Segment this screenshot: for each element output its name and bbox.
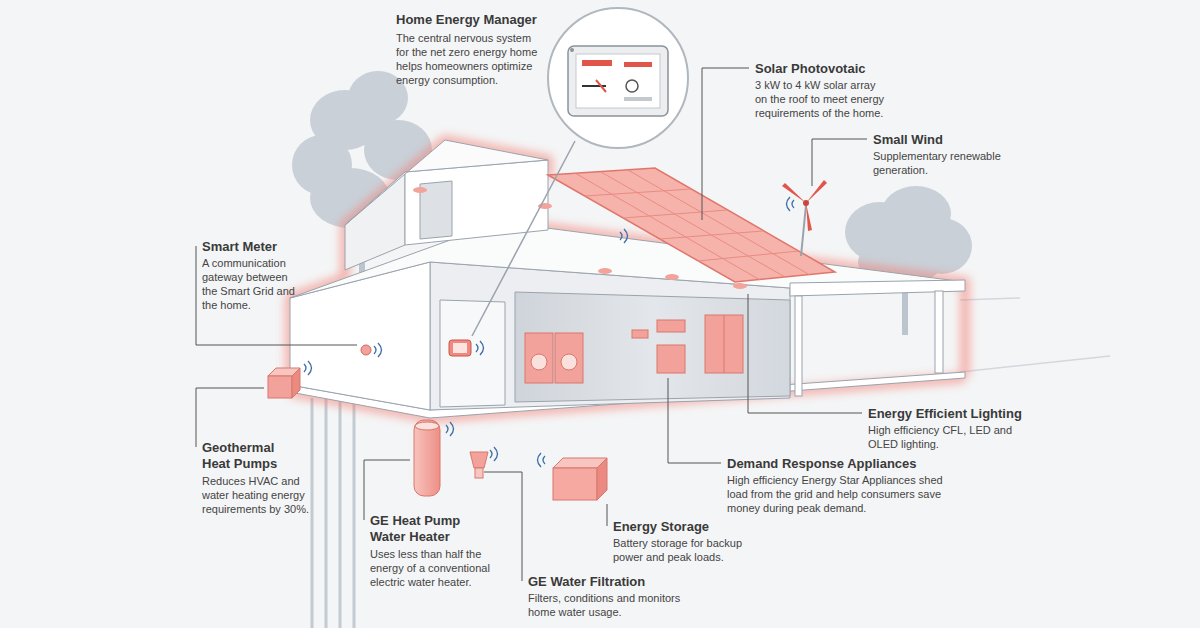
callout-description: A communication gateway between the Smar… [202, 256, 297, 312]
turbine-blade [806, 203, 812, 231]
screen-bar [624, 97, 652, 101]
leader-line [668, 378, 721, 463]
screen-bar [582, 60, 612, 66]
carport-post [935, 291, 943, 373]
home-energy-manager-device [449, 340, 471, 356]
callout-heading: Home Energy Manager [396, 12, 537, 28]
ground-pipe [339, 398, 342, 628]
front-face [430, 262, 790, 410]
leader-line [812, 139, 867, 186]
washer [525, 333, 553, 383]
callout-description: Reduces HVAC and water heating energy re… [202, 474, 317, 516]
screen-dial [626, 80, 638, 92]
leader-line [196, 246, 357, 345]
light [733, 283, 747, 289]
leader-line [748, 294, 862, 413]
magnifier-circle [548, 8, 688, 148]
leader-line [364, 460, 410, 520]
wireless-symbol [476, 341, 484, 355]
manager-screen [576, 54, 660, 108]
turbine-hub [803, 200, 809, 206]
callout-description: Battery storage for backup power and pea… [613, 536, 758, 564]
panel-grid [623, 210, 727, 218]
cabinet [632, 330, 648, 338]
wireless-symbol [490, 447, 498, 461]
ground-pipe [353, 398, 356, 628]
turbine-pole [801, 205, 806, 256]
carport-post [795, 296, 802, 396]
leader-line [702, 68, 749, 220]
callout-heading: Geothermal Heat Pumps [202, 440, 292, 472]
callout-description: Filters, conditions and monitors home wa… [528, 591, 693, 619]
wireless-symbol [538, 453, 546, 467]
wireless-symbol [446, 422, 454, 436]
ground-pipe [311, 398, 314, 628]
wireless-symbol [374, 343, 382, 357]
glow-outline [290, 140, 965, 418]
wireless-symbol [787, 197, 795, 211]
callout-description: Supplementary renewable generation. [873, 149, 1008, 177]
callout-heading: Energy Storage [613, 519, 709, 535]
doorway [440, 300, 505, 407]
leader-line [196, 388, 264, 447]
callout-heading: Smart Meter [202, 239, 277, 255]
callout-description: 3 kW to 4 kW solar array on the roof to … [755, 78, 888, 120]
upper-side-wall [345, 172, 405, 270]
panel-grid [698, 251, 799, 261]
turbine-blade [806, 180, 827, 203]
callout-description: The central nervous system for the net z… [396, 31, 542, 87]
device-screen [453, 343, 467, 353]
panel-grid [585, 189, 691, 196]
callout-heading: GE Heat Pump Water Heater [370, 513, 475, 545]
screen-bar [624, 62, 652, 67]
room-interior [515, 292, 790, 402]
callout-description: High efficiency Energy Star Appliances s… [727, 473, 962, 515]
washer-door [531, 354, 547, 370]
callout-heading: Solar Photovotaic [755, 61, 866, 77]
leader-line [607, 504, 608, 526]
light [598, 268, 612, 274]
dryer [555, 333, 583, 383]
solar-panel [548, 168, 835, 282]
filter-base [475, 468, 483, 478]
magnifier-leader [472, 141, 575, 336]
panel-grid [660, 231, 763, 239]
callout-heading: Energy Efficient Lighting [868, 406, 1022, 422]
callout-description: Uses less than half the energy of a conv… [370, 547, 502, 589]
panel-grid [575, 173, 760, 280]
light [665, 274, 679, 280]
callout-heading: Small Wind [873, 132, 943, 148]
wireless-symbol [304, 361, 312, 375]
battery-side [597, 458, 607, 500]
range [657, 345, 685, 373]
heat-pump-side [292, 368, 300, 398]
water-heater [414, 420, 440, 496]
left-wall [290, 262, 430, 410]
panel-grid [628, 170, 810, 275]
callout-heading: Demand Response Appliances [727, 456, 917, 472]
smart-meter [361, 345, 371, 355]
callout-description: High efficiency CFL, LED and OLED lighti… [868, 423, 1023, 451]
ground-line [960, 356, 1110, 372]
water-filter [470, 452, 488, 468]
glow [290, 140, 965, 418]
microwave [657, 320, 685, 332]
ground-pipe [325, 398, 328, 628]
manager-device [568, 46, 668, 116]
refrigerator [705, 315, 743, 373]
callout-heading: GE Water Filtration [528, 574, 645, 590]
fridge-split [724, 315, 725, 373]
screen-line [596, 80, 606, 92]
battery-storage [553, 468, 597, 500]
water-heater-top [415, 422, 439, 430]
wireless-symbol [620, 229, 628, 243]
device-dot [570, 48, 574, 52]
panel-grid [601, 172, 785, 277]
dryer-door [561, 354, 577, 370]
geothermal-heat-pump [268, 376, 292, 398]
light [413, 187, 427, 193]
